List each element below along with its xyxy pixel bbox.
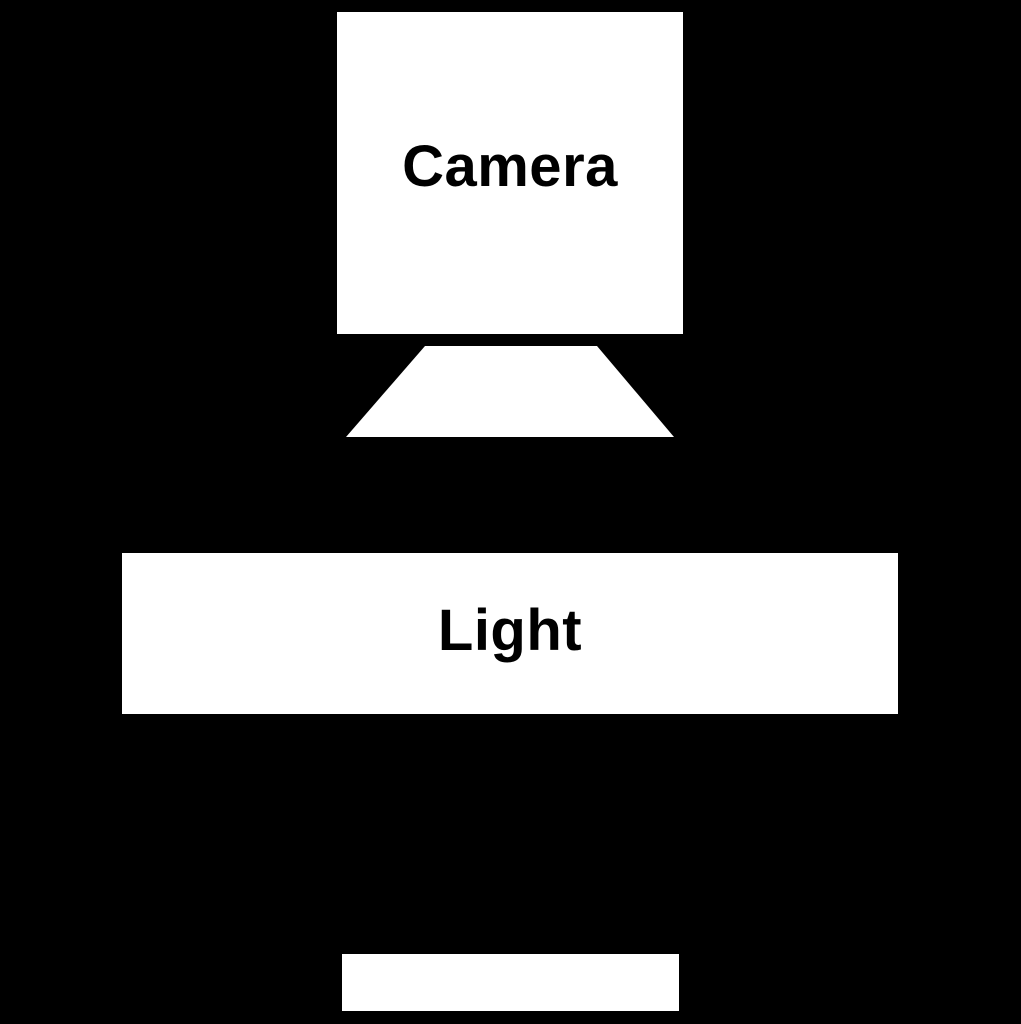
camera-label: Camera bbox=[402, 134, 618, 199]
light-panel: Light bbox=[122, 553, 898, 714]
light-label: Light bbox=[437, 597, 583, 663]
lens-trapezoid bbox=[346, 346, 674, 437]
sample-stage bbox=[342, 954, 679, 1011]
camera-body: Camera bbox=[337, 12, 683, 334]
